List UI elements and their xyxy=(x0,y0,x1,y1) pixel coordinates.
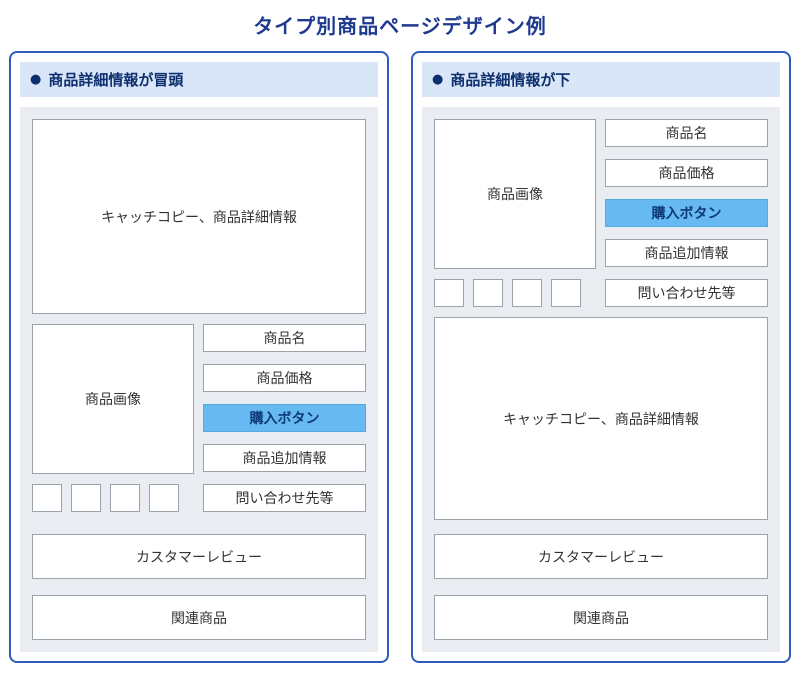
customer-review-box: カスタマーレビュー xyxy=(32,534,366,579)
catch-copy-box: キャッチコピー、商品詳細情報 xyxy=(32,119,366,314)
panel-header-label: 商品詳細情報が下 xyxy=(450,71,571,89)
thumbnails-row xyxy=(32,484,194,512)
panels-container: ● 商品詳細情報が冒頭 キャッチコピー、商品詳細情報 商品画像 商品名 商品価格 xyxy=(0,51,800,663)
panel-detail-top: ● 商品詳細情報が冒頭 キャッチコピー、商品詳細情報 商品画像 商品名 商品価格 xyxy=(9,51,389,663)
product-info-column: 商品名 商品価格 購入ボタン 商品追加情報 問い合わせ先等 xyxy=(605,119,768,307)
additional-info-box: 商品追加情報 xyxy=(605,239,768,267)
thumbnail xyxy=(149,484,179,512)
page-title: タイプ別商品ページデザイン例 xyxy=(253,14,547,38)
thumbnail xyxy=(512,279,542,307)
product-name-box: 商品名 xyxy=(203,324,366,352)
thumbnails-row xyxy=(434,279,596,307)
product-price-box: 商品価格 xyxy=(605,159,768,187)
product-media-row: 商品画像 商品名 商品価格 購入ボタン 商品追加情報 問い合わせ先等 xyxy=(434,119,768,307)
buy-button: 購入ボタン xyxy=(203,404,366,432)
customer-review-box: カスタマーレビュー xyxy=(434,534,768,579)
thumbnail xyxy=(71,484,101,512)
product-image-box: 商品画像 xyxy=(32,324,194,474)
thumbnail xyxy=(434,279,464,307)
panel-header: ● 商品詳細情報が冒頭 xyxy=(20,62,378,97)
related-products-box: 関連商品 xyxy=(32,595,366,640)
product-name-box: 商品名 xyxy=(605,119,768,147)
product-price-box: 商品価格 xyxy=(203,364,366,392)
product-info-column: 商品名 商品価格 購入ボタン 商品追加情報 問い合わせ先等 xyxy=(203,324,366,512)
wireframe-area: キャッチコピー、商品詳細情報 商品画像 商品名 商品価格 購入ボタン 商品追加情… xyxy=(20,107,378,652)
panel-header-label: 商品詳細情報が冒頭 xyxy=(48,71,184,89)
product-media-row: 商品画像 商品名 商品価格 購入ボタン 商品追加情報 問い合わせ先等 xyxy=(32,324,366,512)
product-image-column: 商品画像 xyxy=(434,119,596,307)
wireframe-area: 商品画像 商品名 商品価格 購入ボタン 商品追加情報 問い合わせ先等 キ xyxy=(422,107,780,652)
buy-button: 購入ボタン xyxy=(605,199,768,227)
contact-box: 問い合わせ先等 xyxy=(605,279,768,307)
product-image-column: 商品画像 xyxy=(32,324,194,512)
thumbnail xyxy=(551,279,581,307)
bullet-icon: ● xyxy=(432,72,444,87)
additional-info-box: 商品追加情報 xyxy=(203,444,366,472)
related-products-box: 関連商品 xyxy=(434,595,768,640)
bullet-icon: ● xyxy=(30,72,42,87)
panel-detail-bottom: ● 商品詳細情報が下 商品画像 商品名 商品価格 購入ボタン xyxy=(411,51,791,663)
thumbnail xyxy=(473,279,503,307)
panel-header: ● 商品詳細情報が下 xyxy=(422,62,780,97)
catch-copy-box: キャッチコピー、商品詳細情報 xyxy=(434,317,768,520)
product-image-box: 商品画像 xyxy=(434,119,596,269)
contact-box: 問い合わせ先等 xyxy=(203,484,366,512)
thumbnail xyxy=(110,484,140,512)
thumbnail xyxy=(32,484,62,512)
